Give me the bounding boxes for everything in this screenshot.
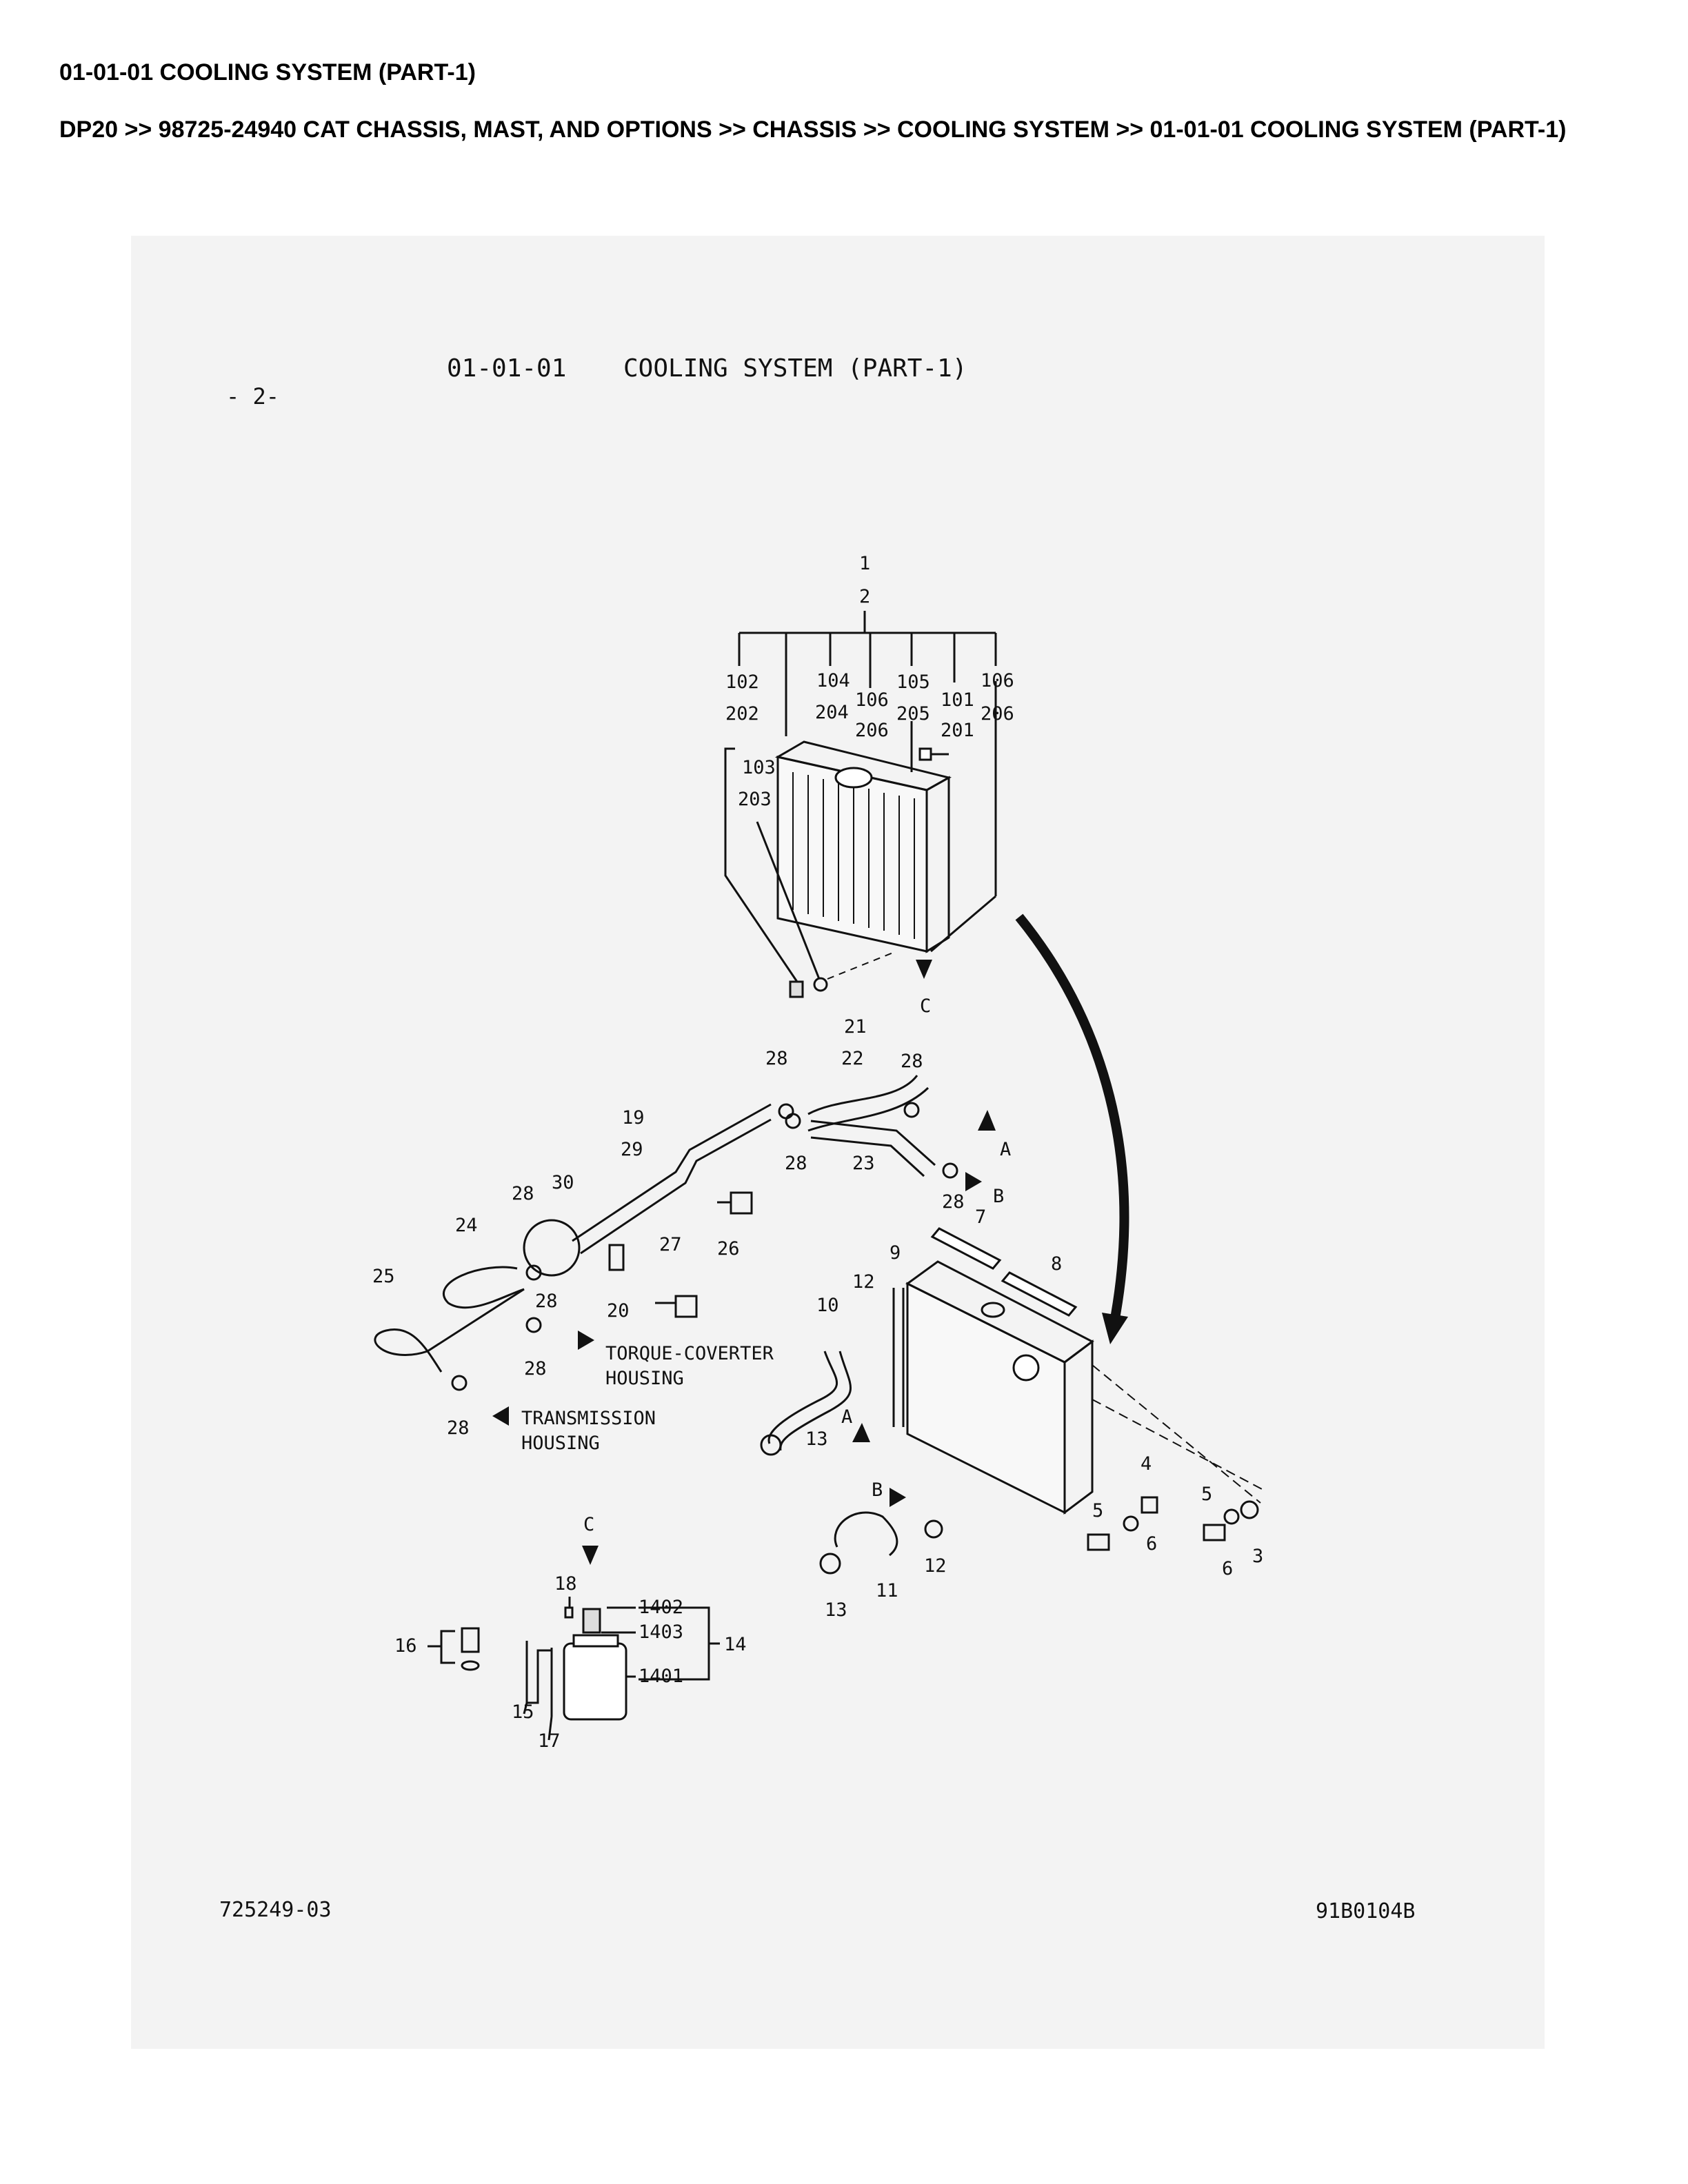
plate-heading-code: 01-01-01 bbox=[447, 354, 566, 383]
reserve-tank-drawing bbox=[428, 1597, 720, 1741]
callout-25: 25 bbox=[372, 1266, 395, 1287]
callout-27: 27 bbox=[659, 1234, 682, 1255]
callout-3: 3 bbox=[1252, 1546, 1263, 1567]
callout-203: 203 bbox=[738, 789, 772, 810]
callout-1: 1 bbox=[859, 553, 870, 574]
callout-103: 103 bbox=[742, 757, 776, 778]
arrow-torque-icon bbox=[578, 1331, 594, 1350]
callout-105: 105 bbox=[896, 671, 930, 693]
callout-22: 22 bbox=[841, 1048, 864, 1069]
callout-20: 20 bbox=[607, 1300, 630, 1322]
arrow-trans-icon bbox=[492, 1406, 509, 1426]
direction-arrows bbox=[492, 960, 996, 1565]
arrow-c-top-icon bbox=[916, 960, 932, 979]
callout-18: 18 bbox=[554, 1573, 577, 1595]
callout-28-c: 28 bbox=[785, 1153, 807, 1174]
arrow-c-bottom-icon bbox=[582, 1546, 599, 1565]
arrow-c-top-label: C bbox=[920, 995, 931, 1017]
callout-28-b: 28 bbox=[901, 1051, 923, 1072]
callout-101: 101 bbox=[941, 689, 974, 711]
callout-9: 9 bbox=[890, 1242, 901, 1264]
plate-heading-title: COOLING SYSTEM (PART-1) bbox=[623, 354, 967, 383]
callout-16: 16 bbox=[394, 1635, 417, 1657]
callout-5-b: 5 bbox=[1201, 1484, 1212, 1505]
callout-26: 26 bbox=[717, 1238, 740, 1260]
callout-23: 23 bbox=[852, 1153, 875, 1174]
callout-5-a: 5 bbox=[1092, 1500, 1103, 1521]
callout-28-h: 28 bbox=[447, 1417, 470, 1439]
callout-6-b: 6 bbox=[1222, 1558, 1233, 1579]
arrow-a-bottom-icon bbox=[852, 1423, 870, 1442]
callout-6-a: 6 bbox=[1146, 1533, 1157, 1555]
callout-1403: 1403 bbox=[639, 1621, 683, 1643]
callout-11: 11 bbox=[876, 1580, 898, 1601]
breadcrumb: DP20 >> 98725-24940 CAT CHASSIS, MAST, A… bbox=[59, 117, 1567, 143]
callout-206-a: 206 bbox=[855, 720, 889, 741]
callout-28-f: 28 bbox=[535, 1291, 558, 1312]
footer-right-code: 91B0104B bbox=[1316, 1899, 1416, 1923]
callout-106-a: 106 bbox=[855, 689, 889, 711]
callout-1401: 1401 bbox=[639, 1666, 683, 1687]
callout-14: 14 bbox=[724, 1634, 747, 1655]
torque-note-line1: TORQUE-COVERTER bbox=[605, 1343, 774, 1364]
callout-206-b: 206 bbox=[981, 703, 1014, 725]
callout-8: 8 bbox=[1051, 1253, 1062, 1275]
callout-28-a: 28 bbox=[765, 1048, 788, 1069]
callout-12-b: 12 bbox=[924, 1555, 947, 1577]
callout-24: 24 bbox=[455, 1215, 478, 1236]
callout-102: 102 bbox=[725, 671, 759, 693]
page-title: 01-01-01 COOLING SYSTEM (PART-1) bbox=[59, 59, 476, 85]
arrow-b-top-label: B bbox=[993, 1186, 1004, 1207]
curved-arrow-icon bbox=[1015, 913, 1129, 1324]
footer-left-code: 725249-03 bbox=[219, 1898, 332, 1922]
arrow-c-bottom-label: C bbox=[583, 1514, 594, 1535]
callout-28-g: 28 bbox=[524, 1358, 547, 1379]
callout-19: 19 bbox=[622, 1107, 645, 1129]
radiator-assembly-drawing bbox=[724, 611, 997, 998]
diagram-plate bbox=[131, 236, 1545, 2049]
callout-15: 15 bbox=[512, 1701, 534, 1723]
callout-29: 29 bbox=[621, 1139, 643, 1160]
arrow-b-top-icon bbox=[965, 1172, 982, 1191]
callout-104: 104 bbox=[816, 670, 850, 691]
callout-28-d: 28 bbox=[942, 1191, 965, 1213]
callout-17: 17 bbox=[538, 1730, 561, 1752]
hose-pipe-drawing bbox=[374, 1075, 958, 1391]
trans-note-line2: HOUSING bbox=[521, 1433, 600, 1454]
arrow-a-bottom-label: A bbox=[841, 1406, 852, 1428]
callout-205: 205 bbox=[896, 703, 930, 725]
callout-106-b: 106 bbox=[981, 670, 1014, 691]
arrow-b-bottom-label: B bbox=[872, 1479, 883, 1501]
callout-204: 204 bbox=[815, 702, 849, 723]
callout-21: 21 bbox=[844, 1016, 867, 1038]
callout-12-a: 12 bbox=[852, 1271, 875, 1293]
page-marker: - 2- bbox=[226, 383, 279, 410]
callout-7: 7 bbox=[975, 1206, 986, 1228]
callout-4: 4 bbox=[1141, 1453, 1152, 1475]
lower-radiator-drawing bbox=[760, 1227, 1263, 1575]
callout-10: 10 bbox=[816, 1295, 839, 1316]
arrow-b-bottom-icon bbox=[890, 1488, 906, 1507]
arrow-a-top-icon bbox=[978, 1110, 996, 1131]
arrow-a-top-label: A bbox=[1000, 1139, 1011, 1160]
callout-13-b: 13 bbox=[825, 1599, 847, 1621]
torque-note-line2: HOUSING bbox=[605, 1368, 684, 1389]
curved-arrow-head-icon bbox=[1102, 1313, 1128, 1344]
callout-30: 30 bbox=[552, 1172, 574, 1193]
trans-note-line1: TRANSMISSION bbox=[521, 1408, 656, 1429]
callout-28-e: 28 bbox=[512, 1183, 534, 1204]
callout-202: 202 bbox=[725, 703, 759, 725]
callout-1402: 1402 bbox=[639, 1597, 683, 1618]
callout-13-a: 13 bbox=[805, 1428, 828, 1450]
callout-2: 2 bbox=[859, 586, 870, 607]
callout-201: 201 bbox=[941, 720, 974, 741]
